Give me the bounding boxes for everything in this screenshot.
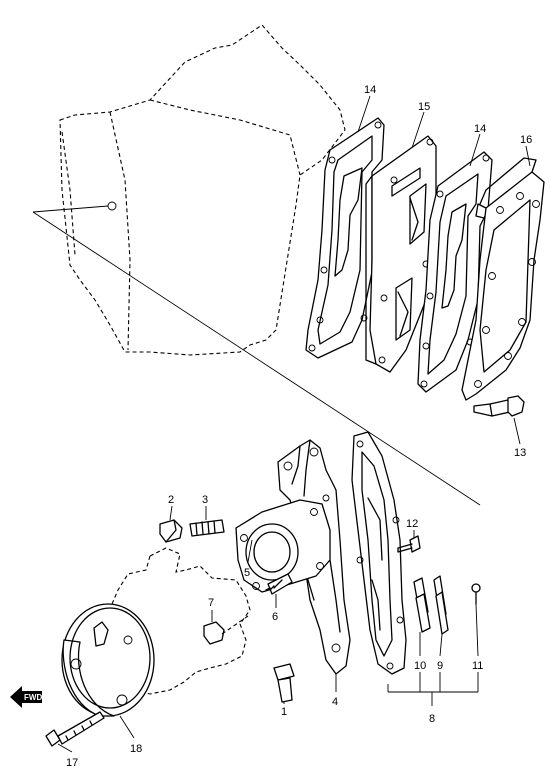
callout-17: 17 (66, 757, 78, 769)
engine-block-outline (59, 24, 346, 356)
callout-4: 4 (332, 696, 338, 708)
callout-5: 5 (244, 567, 250, 579)
callout-14-left: 14 (364, 84, 376, 96)
bolt-1 (273, 663, 295, 703)
crankcase-outline (111, 547, 251, 695)
callout-7: 7 (208, 597, 214, 609)
reed-stopper-9 (433, 575, 449, 635)
bolt-17 (45, 711, 105, 747)
callout-16: 16 (520, 134, 532, 146)
cover-plate-16 (461, 157, 545, 401)
intake-flange-5 (235, 499, 331, 593)
gasket-14-left (305, 117, 385, 359)
reed-petals-10 (413, 577, 431, 633)
screw-12 (397, 535, 421, 553)
gasket-14-right (417, 151, 493, 393)
callout-11: 11 (472, 660, 483, 672)
screw-11 (471, 583, 481, 605)
callout-8: 8 (429, 713, 435, 725)
callout-18: 18 (130, 743, 142, 755)
forward-arrow-badge: FWD (10, 686, 42, 708)
stud-6 (265, 573, 293, 595)
callout-2: 2 (168, 494, 174, 506)
pulley-18 (61, 603, 155, 717)
nut-7 (203, 615, 249, 645)
callout-12: 12 (406, 518, 418, 530)
callout-3: 3 (202, 494, 208, 506)
callout-13: 13 (514, 447, 526, 459)
reed-plate-15 (365, 135, 437, 373)
callout-6: 6 (272, 611, 278, 623)
nut-2 (159, 519, 183, 543)
callout-1: 1 (281, 706, 287, 718)
reed-valve-gasket (351, 431, 407, 675)
stud-3 (189, 519, 225, 537)
callout-10: 10 (414, 660, 426, 672)
callout-leaders (57, 95, 531, 753)
fwd-label: FWD (24, 693, 42, 702)
bolt-13 (473, 395, 525, 417)
leader-lines (32, 205, 481, 506)
assembly-bracket-8 (387, 672, 479, 706)
callout-14-right: 14 (474, 123, 486, 135)
callout-15: 15 (418, 101, 430, 113)
callout-9: 9 (437, 660, 443, 672)
